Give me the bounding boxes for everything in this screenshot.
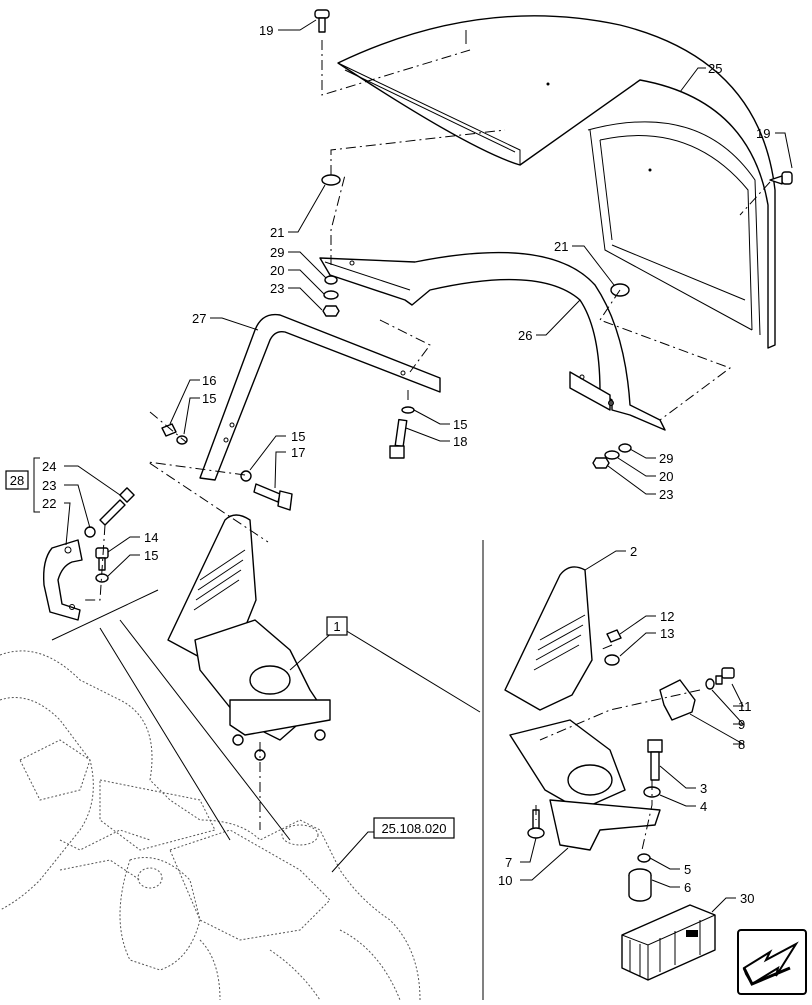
reference-box	[373, 817, 455, 839]
callout-20b: 20	[659, 469, 673, 484]
callout-20a: 20	[270, 263, 284, 278]
bolt-17	[253, 483, 293, 511]
washer-15-a	[176, 435, 188, 445]
reference-label: 25.108.020	[381, 821, 446, 836]
callout-23b: 23	[659, 487, 673, 502]
washer-20-right	[604, 450, 620, 460]
callout-23c: 23	[42, 478, 56, 493]
callout-15a: 15	[202, 391, 216, 406]
washer-13	[604, 654, 620, 666]
washer-29-left	[324, 275, 338, 285]
callout-21b: 21	[554, 239, 568, 254]
bolt-19-top	[314, 9, 330, 33]
washer-15-c	[240, 470, 252, 482]
callout-19b: 19	[756, 126, 770, 141]
spacer-16	[161, 423, 177, 437]
mount-assembly-left	[167, 514, 331, 761]
section-lines	[51, 540, 484, 1000]
callout-7: 7	[505, 855, 512, 870]
callout-3: 3	[700, 781, 707, 796]
callout-30: 30	[740, 891, 754, 906]
bolt-18	[389, 418, 408, 459]
ring-5	[637, 853, 651, 863]
callout-18: 18	[453, 434, 467, 449]
callout-4: 4	[700, 799, 707, 814]
callout-labels: 19 25 19 21 29 20 23 21 26 27 16 15 15 1…	[42, 23, 770, 906]
callout-15c: 15	[291, 429, 305, 444]
alignment-lines	[82, 40, 771, 851]
callout-6: 6	[684, 880, 691, 895]
callout-29b: 29	[659, 451, 673, 466]
washer-20-left	[323, 290, 339, 300]
group-1-box	[326, 616, 348, 636]
callout-23a: 23	[270, 281, 284, 296]
callout-2: 2	[630, 544, 637, 559]
callout-10: 10	[498, 873, 512, 888]
axle-housing-background	[0, 650, 421, 1001]
mount-assembly-right	[509, 719, 661, 851]
nut-23-right	[592, 457, 610, 469]
callout-12: 12	[660, 609, 674, 624]
callout-5: 5	[684, 862, 691, 877]
bracket-26	[319, 251, 666, 431]
washer-9	[705, 678, 715, 690]
leader-lines	[64, 19, 793, 913]
bolt-24	[99, 487, 135, 526]
group-28-box	[5, 470, 29, 490]
washer-23-group	[84, 526, 96, 538]
group-28-bracket: 28	[5, 457, 40, 513]
callout-27: 27	[192, 311, 206, 326]
callout-17: 17	[291, 445, 305, 460]
callout-16: 16	[202, 373, 216, 388]
callout-29a: 29	[270, 245, 284, 260]
callout-8: 8	[738, 737, 745, 752]
callout-26: 26	[518, 328, 532, 343]
bracket-27	[199, 313, 441, 481]
washer-15-b	[401, 406, 415, 414]
callout-24: 24	[42, 459, 56, 474]
group-28-label: 28	[10, 473, 24, 488]
bushing-6	[628, 868, 652, 902]
callout-15d: 15	[144, 548, 158, 563]
callout-13: 13	[660, 626, 674, 641]
bolt-3	[647, 739, 663, 781]
callout-15b: 15	[453, 417, 467, 432]
bracket-22	[42, 539, 83, 621]
callout-25: 25	[708, 61, 722, 76]
bracket-2	[504, 566, 593, 711]
bolt-11	[715, 667, 735, 685]
callout-19a: 19	[259, 23, 273, 38]
nut-12	[606, 629, 622, 643]
washer-21-left	[321, 174, 341, 186]
callout-11: 11	[738, 699, 752, 714]
bracket-8	[659, 679, 696, 721]
callout-21a: 21	[270, 225, 284, 240]
callout-9: 9	[738, 717, 745, 732]
washer-15-d	[95, 573, 109, 583]
nut-23-left	[322, 305, 340, 317]
kit-box-30	[621, 904, 716, 981]
callout-14: 14	[144, 530, 158, 545]
group-1-label: 1	[333, 619, 340, 634]
arrow-down-left-icon[interactable]	[737, 929, 807, 995]
callout-22: 22	[42, 496, 56, 511]
washer-29-right	[618, 443, 632, 453]
bolt-19-right	[769, 171, 793, 185]
fender-25	[337, 15, 776, 349]
bolt-14	[95, 547, 109, 571]
